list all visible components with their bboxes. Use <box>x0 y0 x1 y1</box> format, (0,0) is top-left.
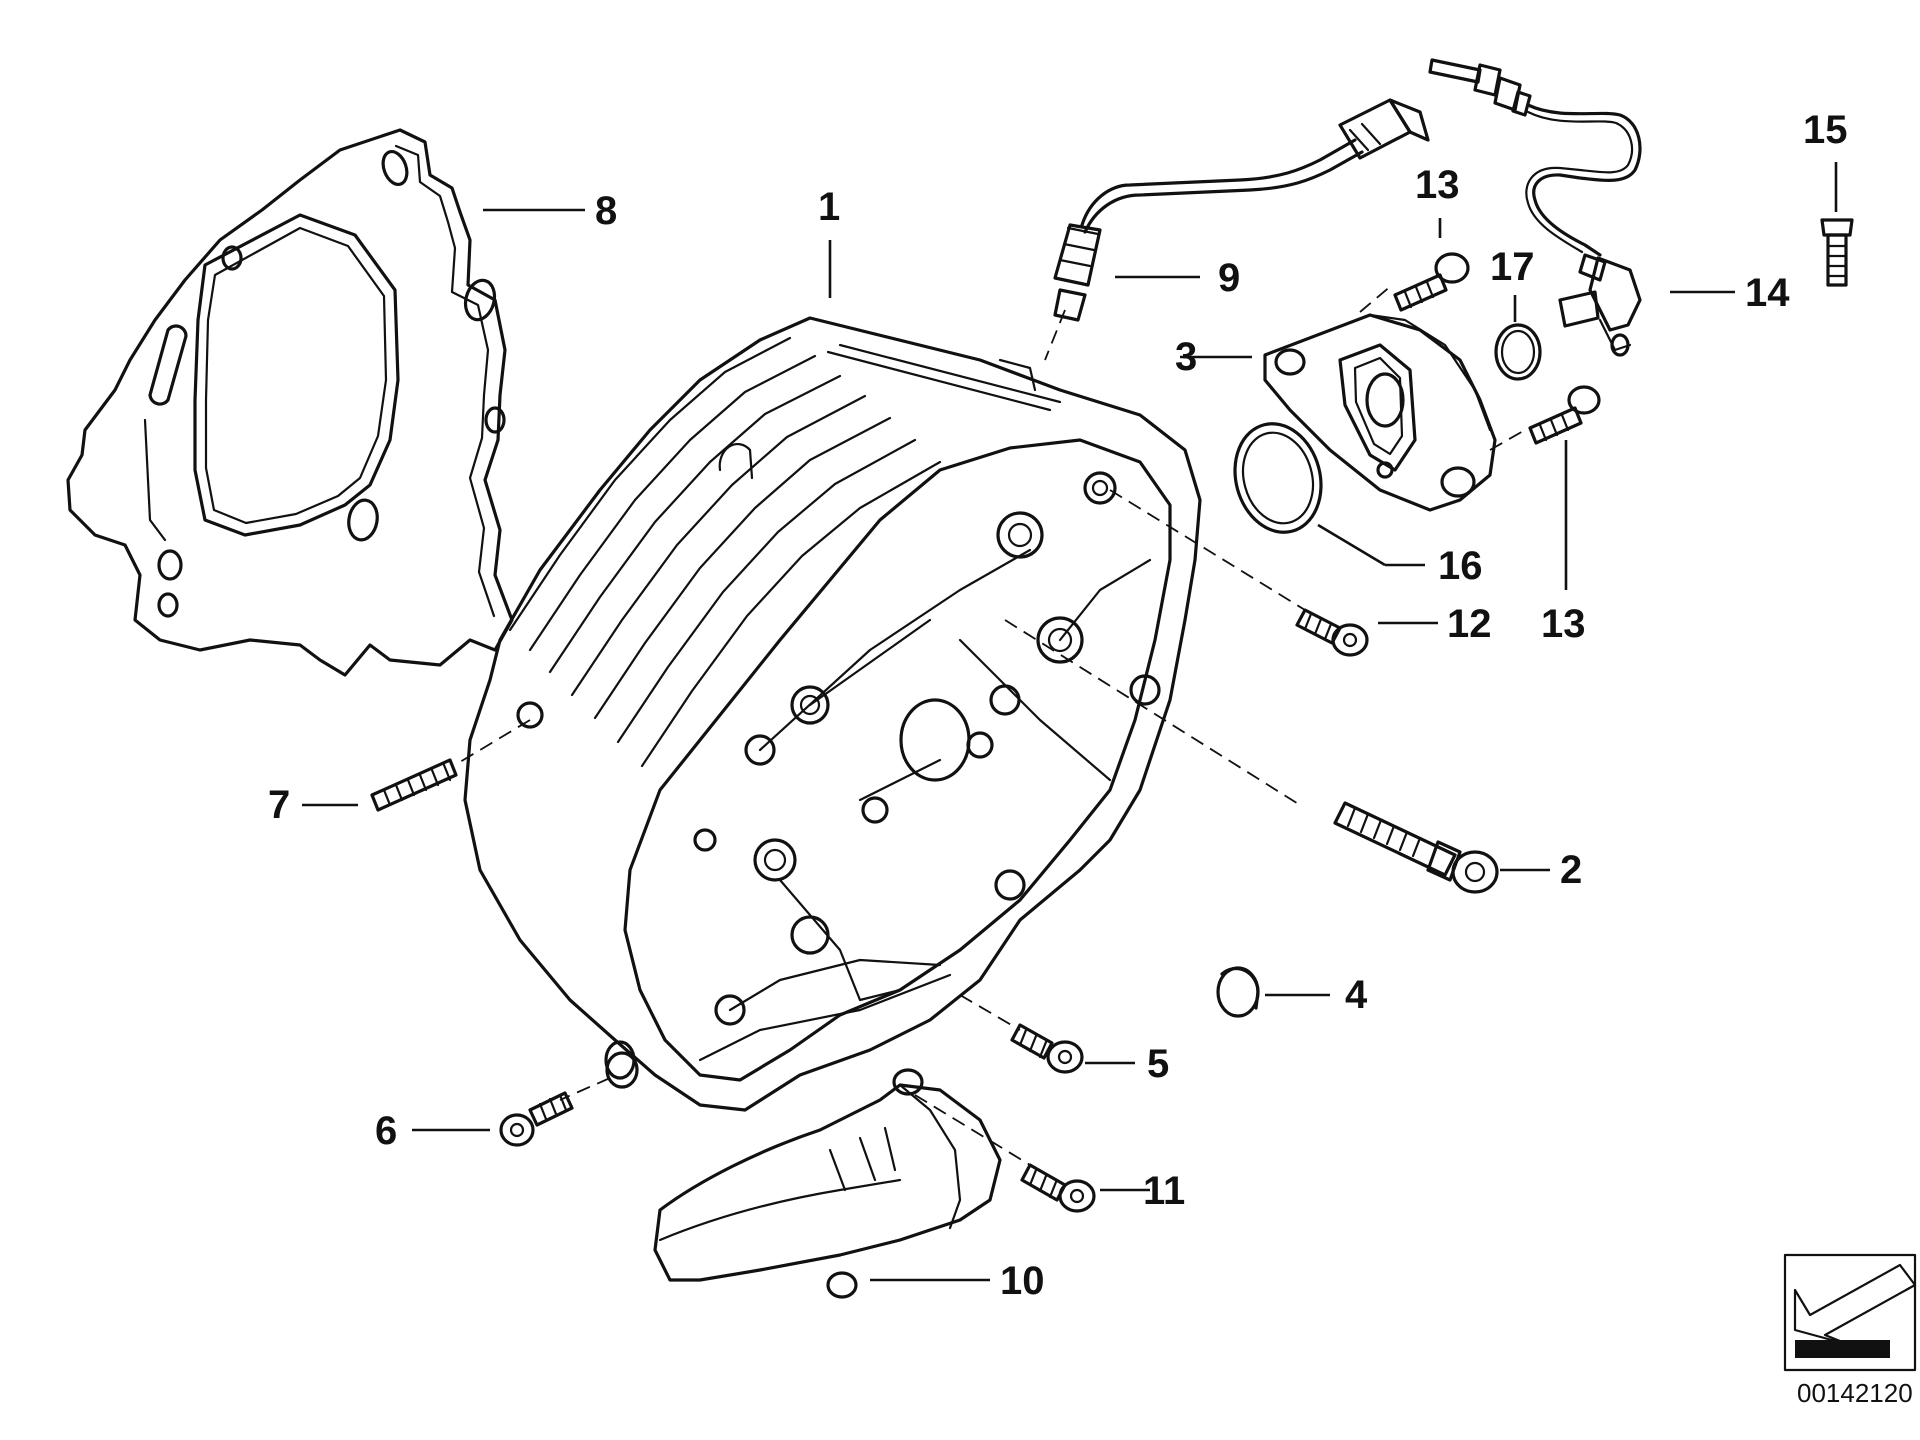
part-8-gasket <box>66 128 514 677</box>
part-16-o-ring <box>1233 422 1425 567</box>
part-2-bolt <box>1004 619 1550 894</box>
part-4-plug <box>1216 966 1330 1018</box>
part-9-sensor <box>1044 98 1430 361</box>
part-3-cover <box>1180 284 1526 512</box>
callout-6: 6 <box>375 1109 397 1153</box>
callout-13-lower: 13 <box>1541 602 1586 646</box>
part-17-seal-ring <box>1494 295 1542 381</box>
reference-number: 00142120 <box>1797 1378 1913 1408</box>
callout-3: 3 <box>1175 335 1197 379</box>
callout-11: 11 <box>1143 1169 1185 1213</box>
callout-12: 12 <box>1447 602 1492 646</box>
part-13-screw-lower <box>1528 385 1601 590</box>
part-7-stud <box>302 719 531 812</box>
callout-7: 7 <box>268 783 290 827</box>
callout-4: 4 <box>1345 973 1368 1017</box>
part-15-screw <box>1820 162 1854 287</box>
callout-5: 5 <box>1147 1042 1169 1086</box>
callout-16: 16 <box>1438 544 1483 588</box>
part-1-cylinder-head <box>463 316 1202 1112</box>
callout-10: 10 <box>1000 1259 1045 1303</box>
callout-17: 17 <box>1490 245 1535 289</box>
direction-arrow-icon <box>1793 1263 1917 1347</box>
callout-14: 14 <box>1745 271 1790 315</box>
callout-2: 2 <box>1560 848 1582 892</box>
reference-box: 00142120 <box>1783 1253 1917 1408</box>
callout-8: 8 <box>595 189 617 233</box>
part-6-screw <box>412 1051 639 1147</box>
part-12-screw <box>1109 489 1438 657</box>
callout-13-upper: 13 <box>1415 163 1460 207</box>
callout-15: 15 <box>1803 108 1848 152</box>
part-10-cover <box>653 1068 1002 1299</box>
part-11-screw <box>914 1094 1150 1213</box>
part-5-screw <box>959 994 1135 1074</box>
callout-1: 1 <box>818 185 840 229</box>
part-14-sensor <box>1428 58 1735 357</box>
callout-9: 9 <box>1218 256 1240 300</box>
callout-labels: 1 2 3 4 5 6 7 8 9 10 11 12 13 13 14 15 1… <box>268 108 1848 1303</box>
part-13-screw-upper <box>1393 218 1470 312</box>
